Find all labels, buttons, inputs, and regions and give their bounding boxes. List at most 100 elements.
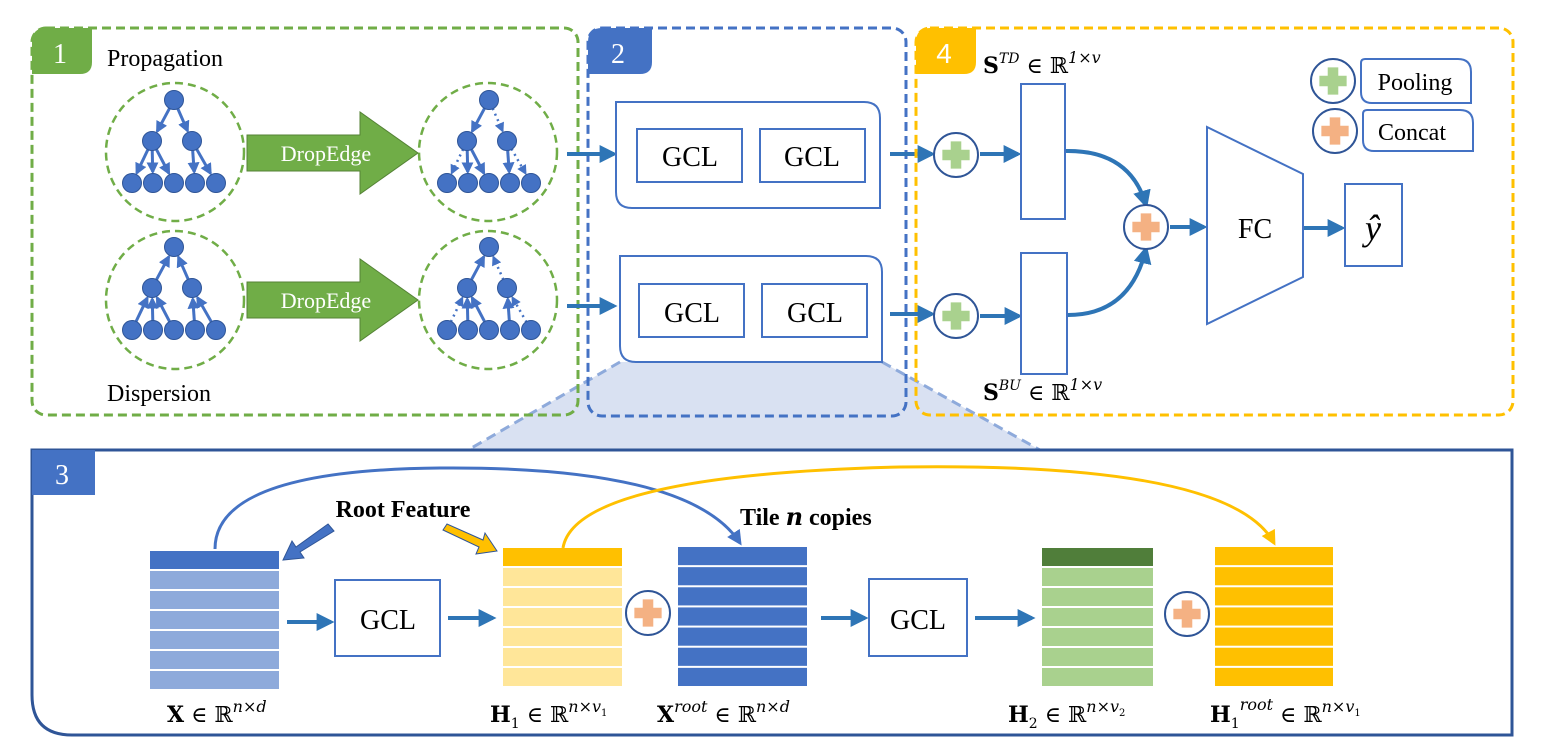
tree-node: [458, 173, 478, 193]
dropped-edge: [491, 107, 504, 133]
panel-2-gcn-encoders: 2 GCL GCL GCL GCL: [567, 26, 936, 418]
panel-3-root-feature-enhancement: 3 Root Feature Tile n copies GCL GCL X ∈…: [30, 448, 1514, 737]
root-feature-curve-yellow: [561, 465, 1276, 549]
panel-4-classifier: 4 STD ∈ ℝ1×v SBU ∈ ℝ1×v FC ŷ Pooling: [914, 26, 1515, 417]
dropedge-arrow-top: DropEdge: [246, 111, 419, 195]
s-td-vector: [1020, 83, 1066, 220]
output-y-hat: ŷ: [1362, 208, 1381, 248]
x-matrix-root-row: [150, 551, 279, 569]
fc-label: FC: [1238, 214, 1272, 245]
h2-matrix-label: H2 ∈ ℝn×v2: [1008, 697, 1125, 732]
xroot-matrix: [678, 547, 807, 686]
h1root-matrix-row: [1215, 667, 1333, 686]
h1root-matrix-row: [1215, 587, 1333, 606]
panel-2-badge: [588, 28, 652, 74]
tree-node: [479, 173, 499, 193]
tree-edge: [134, 295, 149, 323]
tree-edge: [146, 149, 159, 175]
root-feature-curve-blue: [213, 466, 742, 550]
td-dropped-graph-circle: [417, 81, 559, 223]
concat-main-plus-icon: [1132, 213, 1160, 241]
h1root-matrix-root-row: [1215, 547, 1333, 566]
tree-node: [206, 320, 226, 340]
root-feature-arrow-blue: [282, 523, 335, 561]
xroot-matrix-row: [678, 567, 807, 586]
tree-edge: [502, 296, 515, 322]
x-matrix-row: [150, 571, 279, 589]
s-td-label: STD ∈ ℝ1×v: [983, 48, 1101, 79]
td-tree-dropped: [437, 90, 541, 193]
h1-matrix-label: H1 ∈ ℝn×v1: [490, 697, 607, 732]
tree-node: [500, 320, 520, 340]
root-gcl-1: [334, 579, 441, 657]
legend: Pooling Concat: [1310, 58, 1474, 154]
arrow-td-to-concat: [1065, 148, 1151, 209]
tree-edge: [461, 296, 474, 322]
s-bu-vector: [1020, 252, 1068, 375]
panel-4-badge: [916, 28, 976, 74]
h1root-matrix-row: [1215, 627, 1333, 646]
tree-node: [185, 320, 205, 340]
dropped-edge: [492, 255, 505, 281]
tree-edge: [146, 296, 159, 322]
td-gcl-1: [636, 128, 743, 183]
tree-edge: [502, 149, 515, 175]
tree-node: [457, 278, 477, 298]
h2-matrix-row: [1042, 588, 1153, 606]
tree-node: [500, 173, 520, 193]
bu-pooling-op: [933, 293, 979, 339]
x-matrix-row: [150, 631, 279, 649]
x-matrix-row: [150, 591, 279, 609]
dropedge-label-top: DropEdge: [281, 141, 371, 166]
tree-node: [142, 131, 162, 151]
tree-edge: [187, 149, 200, 175]
legend-concat-icon: [1312, 108, 1358, 154]
dropped-edge: [450, 148, 465, 175]
root-node: [164, 90, 184, 110]
tree-graphs: [122, 90, 541, 340]
xroot-matrix-label: Xroot ∈ ℝn×d: [657, 697, 790, 728]
panel-1-dropedge: 1 Propagation Dispersion DropEdge DropEd…: [30, 26, 580, 417]
tree-edge: [176, 107, 190, 134]
panel-4-border: [914, 26, 1515, 417]
tree-edge: [470, 295, 487, 323]
h2-matrix-root-row: [1042, 548, 1153, 566]
panel-3-badge: [32, 450, 95, 495]
root-gcl-1-label: GCL: [360, 605, 416, 636]
dropedge-label-bottom: DropEdge: [281, 288, 371, 313]
tree-edge: [155, 295, 172, 323]
legend-concat-label: Concat: [1378, 120, 1446, 146]
bu-pooling-plus-icon: [942, 302, 970, 330]
tree-node: [164, 320, 184, 340]
tree-edge: [154, 148, 171, 176]
legend-concat-box: [1362, 109, 1474, 152]
h1root-matrix-row: [1215, 607, 1333, 626]
arrow-bu-to-concat: [1067, 245, 1152, 317]
panel-1-badge: [32, 28, 92, 74]
xroot-matrix-root-row: [678, 547, 807, 566]
bu-dropped-graph-circle: [417, 229, 559, 371]
zoom-projection-edge-left: [467, 360, 621, 452]
h1root-matrix-row: [1215, 567, 1333, 586]
tree-node: [457, 131, 477, 151]
s-bu-label: SBU ∈ ℝ1×v: [983, 375, 1102, 406]
fc-layer: [1206, 125, 1304, 326]
tree-edge: [469, 148, 486, 176]
legend-pooling-plus-icon: [1319, 67, 1347, 95]
h1-matrix-row: [503, 668, 622, 686]
panel-1-border: [30, 26, 580, 417]
xroot-matrix-row: [678, 627, 807, 646]
h1-matrix-root-row: [503, 548, 622, 566]
tree-node: [182, 278, 202, 298]
bu-gcl-1: [638, 283, 745, 338]
root-gcl-2: [868, 578, 968, 657]
h2-matrix-row: [1042, 648, 1153, 666]
bu-gcl-2-label: GCL: [787, 298, 843, 329]
root-feature-arrow-yellow: [442, 523, 498, 555]
tree-node: [143, 173, 163, 193]
feature-matrices: [150, 547, 1333, 689]
td-gcl-2: [759, 128, 866, 183]
panel-1-badge-number: 1: [53, 39, 67, 70]
dropped-edge: [511, 295, 528, 323]
tree-node: [142, 278, 162, 298]
